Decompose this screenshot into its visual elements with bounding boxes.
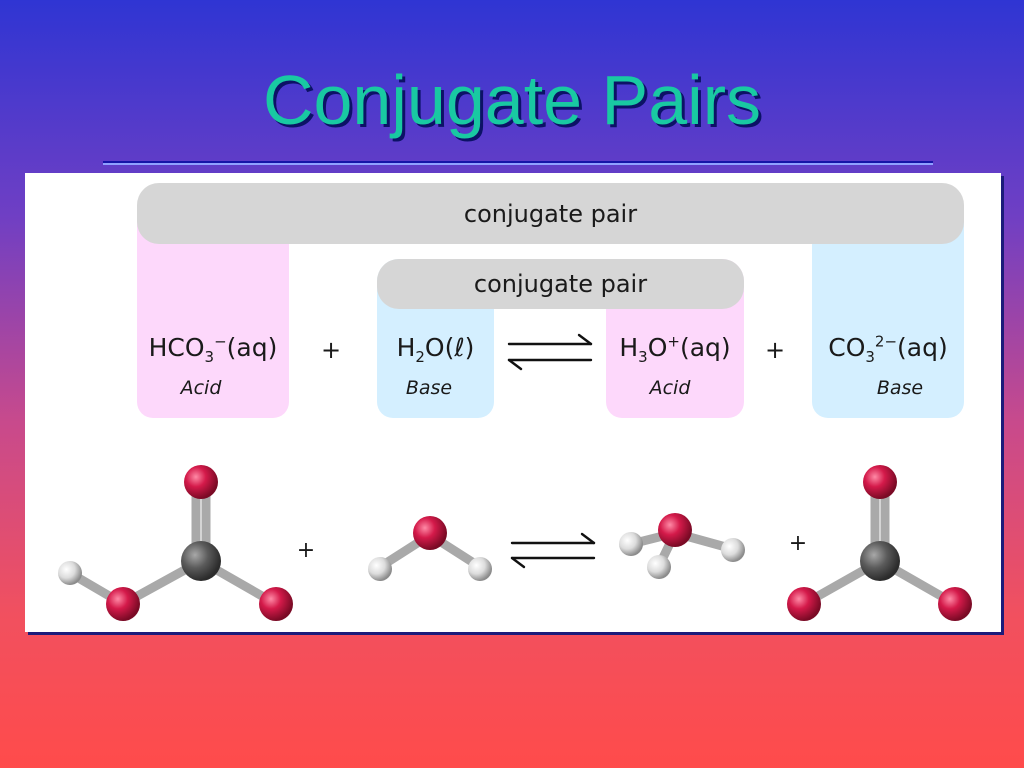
formula-subscript: 3 xyxy=(204,348,215,366)
role-label-base: Base xyxy=(876,377,924,399)
oxygen-atom xyxy=(787,587,821,621)
hydrogen-atom xyxy=(721,538,745,562)
plus-sign: + xyxy=(765,336,786,364)
hydrogen-atom xyxy=(647,555,671,579)
carbon-atom xyxy=(860,541,900,581)
formula-charge: − xyxy=(214,332,227,351)
plus-sign: + xyxy=(321,336,342,364)
role-label-acid: Acid xyxy=(180,377,222,399)
base-block-carbonate xyxy=(812,213,964,418)
equilibrium-arrow-icon xyxy=(510,532,596,569)
hydrogen-atom xyxy=(58,561,82,585)
role-label-acid: Acid xyxy=(649,377,691,399)
molecule-models: + xyxy=(58,465,972,621)
formula-text: H xyxy=(396,333,416,362)
water-molecule-model xyxy=(368,516,492,581)
species-water: H2O(ℓ) xyxy=(377,333,494,365)
species-hydronium: H3O+(aq) xyxy=(606,332,744,365)
acid-block-bicarbonate xyxy=(137,213,289,418)
oxygen-atom xyxy=(658,513,692,547)
species-carbonate: CO32−(aq) xyxy=(812,332,964,365)
carbon-atom xyxy=(181,541,221,581)
hydrogen-atom xyxy=(368,557,392,581)
formula-text: H xyxy=(619,333,639,362)
bicarbonate-molecule-model xyxy=(58,465,293,621)
equilibrium-arrows-top xyxy=(507,333,593,371)
oxygen-atom xyxy=(106,587,140,621)
hydrogen-atom xyxy=(619,532,643,556)
oxygen-atom xyxy=(259,587,293,621)
formula-oxygen: O xyxy=(647,333,668,362)
formula-text: CO xyxy=(828,333,866,362)
role-label-base: Base xyxy=(405,377,453,399)
formula-state: O(ℓ) xyxy=(424,333,475,362)
oxygen-atom xyxy=(938,587,972,621)
hydrogen-atom xyxy=(468,557,492,581)
plus-sign: + xyxy=(789,531,807,556)
hydronium-molecule-model xyxy=(619,513,745,579)
formula-state: (aq) xyxy=(679,333,731,362)
oxygen-atom xyxy=(863,465,897,499)
outer-conjugate-pair-label: conjugate pair xyxy=(137,183,964,244)
formula-subscript: 3 xyxy=(638,348,648,366)
species-bicarbonate: HCO3−(aq) xyxy=(137,332,289,365)
slide-title: Conjugate Pairs xyxy=(262,61,762,139)
formula-text: HCO xyxy=(148,333,205,362)
formula-state: (aq) xyxy=(226,333,278,362)
title-divider xyxy=(103,161,933,165)
formula-state: (aq) xyxy=(897,333,948,362)
plus-sign: + xyxy=(297,538,315,563)
oxygen-atom xyxy=(413,516,447,550)
inner-conjugate-pair-label: conjugate pair xyxy=(377,259,744,309)
formula-subscript: 2 xyxy=(415,348,425,366)
formula-charge: + xyxy=(667,332,680,351)
diagram-panel: conjugate pair conjugate pair HCO3−(aq) … xyxy=(25,173,1001,632)
carbonate-molecule-model xyxy=(787,465,972,621)
oxygen-atom xyxy=(184,465,218,499)
formula-subscript: 3 xyxy=(865,348,875,366)
equilibrium-arrow-icon xyxy=(507,333,593,371)
formula-charge: 2− xyxy=(874,332,898,351)
